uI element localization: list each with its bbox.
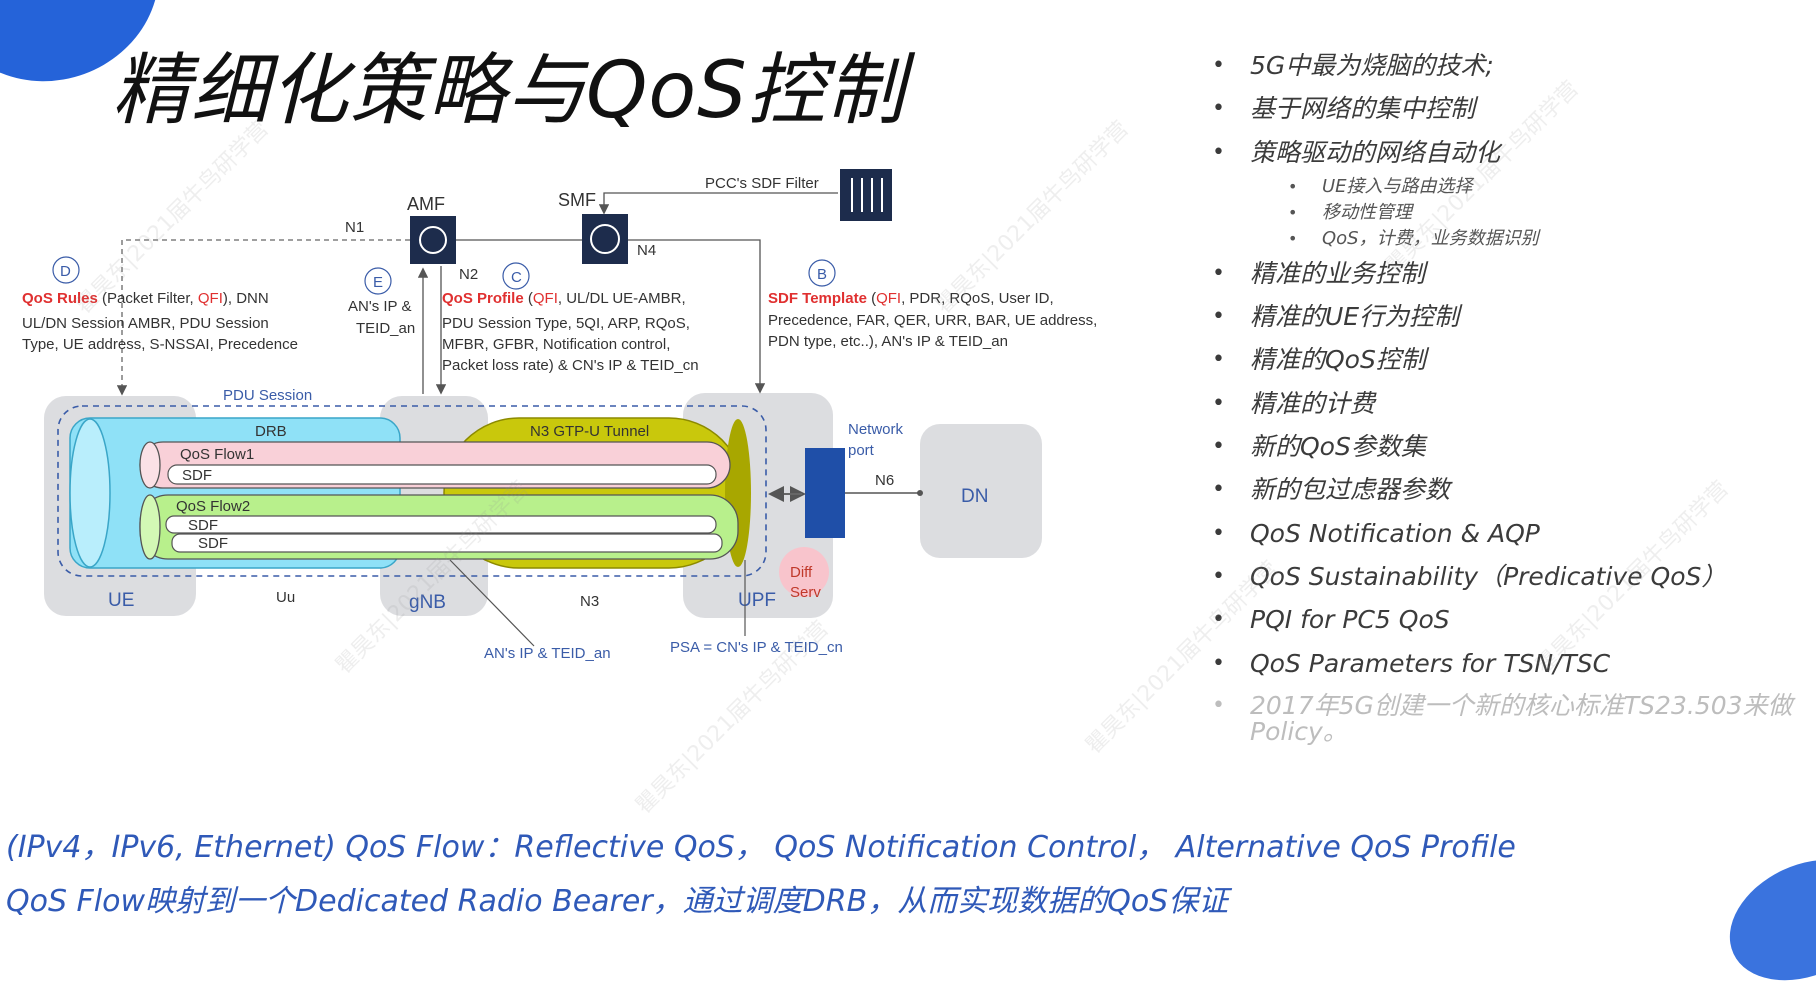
bullet-item: 策略驱动的网络自动化 [1212, 131, 1812, 175]
bullet-item: 精准的UE行为控制 [1212, 295, 1812, 339]
diffserv-circle [779, 547, 829, 597]
n4-line [628, 239, 766, 394]
n4-label: N4 [637, 242, 656, 259]
uu-label: Uu [276, 589, 295, 606]
an-ip-label: AN's IP & TEID_an [484, 645, 611, 662]
bullet-item: 精准的QoS控制 [1212, 338, 1812, 382]
label-b: B [817, 266, 827, 283]
n6-label: N6 [875, 472, 894, 489]
qos-profile-line-3: MFBR, GFBR, Notification control, [442, 336, 670, 353]
network-port [805, 448, 845, 538]
label-c: C [511, 269, 522, 286]
n6-dot [917, 490, 923, 496]
smf-label: SMF [558, 190, 596, 210]
label-d: D [60, 263, 71, 280]
bullet-item: QoS Notification & AQP [1212, 512, 1812, 556]
bullet-item-faded: 2017年5G创建一个新的核心标准TS23.503来做Policy。 [1212, 685, 1812, 745]
sdf-pipe-3 [171, 533, 723, 553]
qos-flow1-end [139, 441, 161, 489]
amf-box [410, 216, 456, 264]
qos-flow2-end [139, 494, 161, 560]
bullet-item: 新的包过虑器参数 [1212, 468, 1812, 512]
sdf-pipe-2 [165, 515, 717, 534]
qos-flow1-label: QoS Flow1 [180, 446, 254, 463]
qos-architecture-diagram: PDU Session N3 GTP-U Tunnel DRB QoS Flow… [22, 169, 1097, 662]
bullet-item: 精准的业务控制 [1212, 252, 1812, 296]
drb-label: DRB [255, 423, 287, 440]
pcc-box [840, 169, 892, 221]
e-line-2: TEID_an [356, 320, 415, 337]
qos-flow2-label: QoS Flow2 [176, 498, 250, 515]
gnb-label: gNB [409, 592, 446, 613]
network-port-label-2: port [848, 442, 875, 459]
bullet-item: PQI for PC5 QoS [1212, 598, 1812, 642]
pdu-session-outline [57, 405, 767, 577]
bullet-item: 新的QoS参数集 [1212, 425, 1812, 469]
dn-label: DN [961, 486, 988, 507]
bullet-list: 5G中最为烧脑的技术; 基于网络的集中控制 策略驱动的网络自动化 UE接入与路由… [1212, 44, 1812, 745]
bullet-item: QoS Parameters for TSN/TSC [1212, 642, 1812, 686]
diffserv-label-2: Serv [790, 584, 821, 601]
network-port-label-1: Network [848, 421, 904, 438]
psa-label: PSA = CN's IP & TEID_cn [670, 639, 843, 656]
amf-label: AMF [407, 194, 445, 214]
n3-tunnel-label: N3 GTP-U Tunnel [530, 423, 649, 440]
drb-end [69, 418, 111, 568]
label-e-circle [364, 267, 392, 295]
label-e: E [373, 274, 383, 291]
n1-line [116, 239, 410, 396]
qos-profile-line-2: PDU Session Type, 5QI, ARP, RQoS, [442, 315, 690, 332]
e-line-1: AN's IP & [348, 298, 411, 315]
sdf-template-line-2: Precedence, FAR, QER, URR, BAR, UE addre… [768, 312, 1097, 329]
qos-rules-line-2: UL/DN Session AMBR, PDU Session [22, 315, 269, 332]
label-c-circle [502, 262, 530, 290]
pcc-filter-label: PCC's SDF Filter [705, 175, 819, 192]
slide-title: 精细化策略与QoS控制 [112, 46, 906, 136]
amf-icon [419, 226, 447, 254]
dn-node-box [920, 424, 1042, 558]
sdf-label-3: SDF [198, 535, 228, 552]
ue-label: UE [108, 590, 134, 611]
label-d-circle [52, 256, 80, 284]
qos-rules-line-1: QoS Rules (Packet Filter, QFI), DNN [22, 290, 269, 307]
sdf-label-2: SDF [188, 517, 218, 534]
pcc-to-smf-arrow [598, 192, 838, 215]
bottom-line-2: QoS Flow映射到一个Dedicated Radio Bearer，通过调度… [6, 884, 1229, 919]
sdf-template-line-3: PDN type, etc..), AN's IP & TEID_an [768, 333, 1008, 350]
n2-label: N2 [459, 266, 478, 283]
bullet-item: QoS Sustainability（Predicative QoS） [1212, 555, 1812, 599]
label-b-circle [808, 259, 836, 287]
an-ip-pointer [449, 559, 535, 647]
sub-bullet-item: QoS，计费，业务数据识别 [1212, 226, 1812, 252]
sub-bullet-item: 移动性管理 [1212, 200, 1812, 226]
smf-icon [590, 224, 620, 254]
sdf-template-line-1: SDF Template (QFI, PDR, RQoS, User ID, [768, 290, 1054, 307]
sdf-pipe-1 [167, 464, 717, 485]
sliders-icon [851, 178, 883, 212]
sub-bullet-item: UE接入与路由选择 [1212, 174, 1812, 200]
bullet-item: 5G中最为烧脑的技术; [1212, 44, 1812, 88]
bottom-line-1: (IPv4，IPv6, Ethernet) QoS Flow：Reflectiv… [6, 830, 1516, 865]
bullet-item: 精准的计费 [1212, 382, 1812, 426]
bullet-item: 基于网络的集中控制 [1212, 87, 1812, 131]
qos-profile-line-4: Packet loss rate) & CN's IP & TEID_cn [442, 357, 699, 374]
qos-rules-line-3: Type, UE address, S-NSSAI, Precedence [22, 336, 298, 353]
pdu-session-label: PDU Session [223, 387, 312, 404]
diffserv-label-1: Diff [790, 564, 813, 581]
n3-label: N3 [580, 593, 599, 610]
smf-box [582, 214, 628, 264]
upf-label: UPF [738, 590, 776, 611]
sdf-label-1: SDF [182, 467, 212, 484]
qos-profile-line-1: QoS Profile (QFI, UL/DL UE-AMBR, [442, 290, 686, 307]
n1-label: N1 [345, 219, 364, 236]
